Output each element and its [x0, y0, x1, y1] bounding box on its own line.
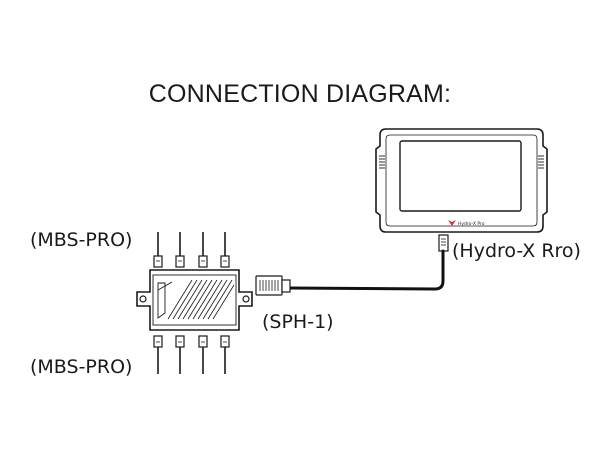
- controller-brand-text: Hydro-X Pro: [458, 221, 485, 227]
- mbs-pro-top-connector-4: [220, 232, 230, 268]
- mbs-pro-top-connector-2: [175, 232, 185, 268]
- hydro-x-brand-logo-icon: [448, 220, 456, 226]
- mbs-pro-bottom-connector-2: [175, 335, 185, 374]
- mbs-pro-bottom-connector-4: [220, 335, 230, 374]
- diagram-title: CONNECTION DIAGRAM:: [148, 80, 452, 108]
- connection-cable: [286, 249, 445, 291]
- mbs-pro-bottom-connector-3: [198, 335, 208, 374]
- sph-1-label: (SPH-1): [262, 311, 334, 333]
- controller-connector: [438, 234, 449, 252]
- mbs-pro-top-label: (MBS-PRO): [30, 229, 133, 251]
- sph-1-hub: [136, 269, 253, 331]
- controller-screen: [399, 140, 522, 212]
- hydro-x-pro-controller: [375, 128, 548, 233]
- sph-cable-connector: [255, 275, 291, 296]
- mbs-pro-bottom-label: (MBS-PRO): [30, 356, 133, 378]
- mbs-pro-bottom-connector-1: [153, 335, 163, 374]
- mbs-pro-top-connector-1: [153, 232, 163, 268]
- mbs-pro-top-connector-3: [198, 232, 208, 268]
- hydro-x-label: (Hydro-X Rro): [452, 240, 581, 262]
